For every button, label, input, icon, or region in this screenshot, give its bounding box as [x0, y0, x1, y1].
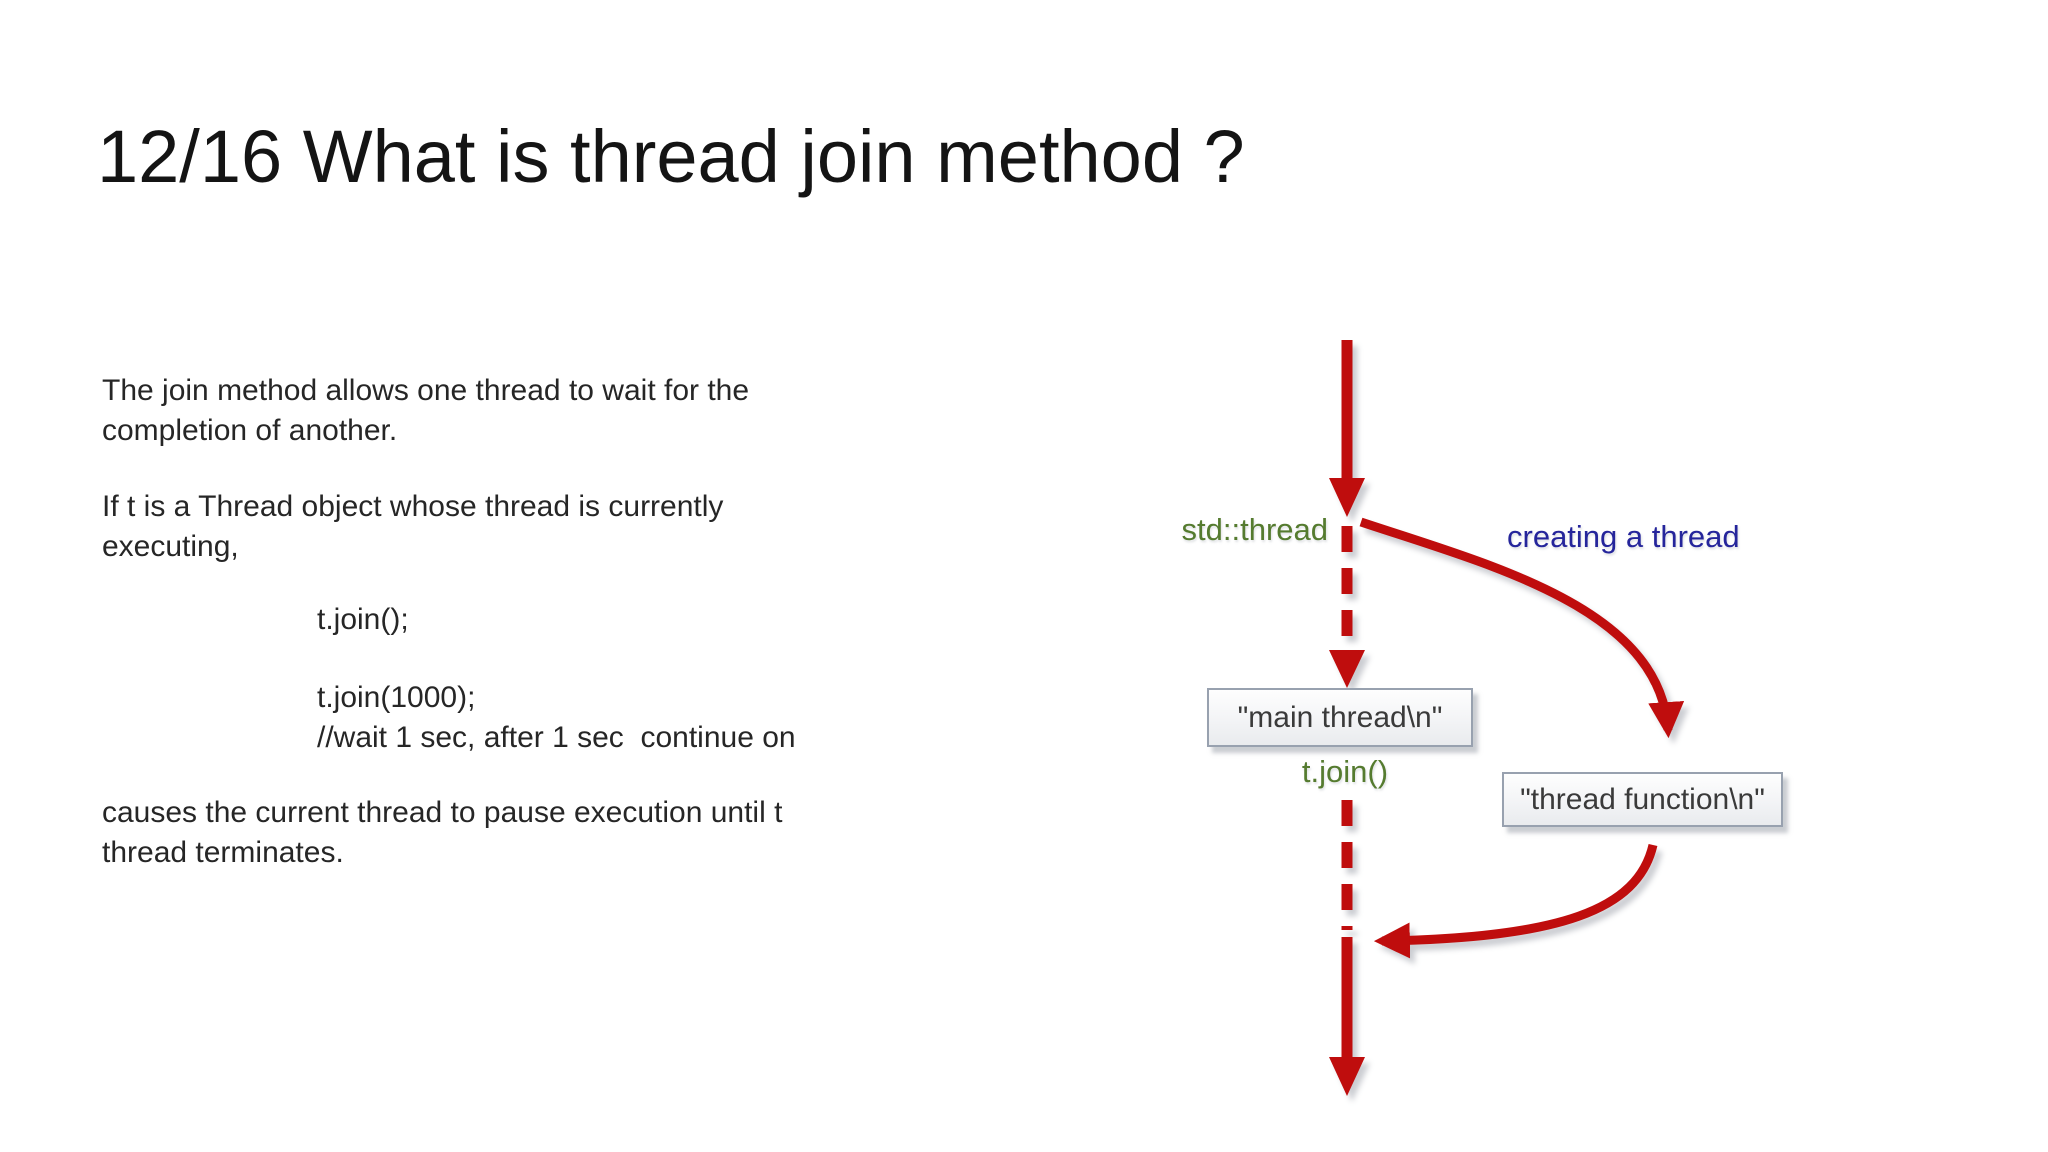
paragraph-join-description: The join method allows one thread to wai… [102, 374, 750, 447]
thread-join-diagram: std::thread creating a thread "main thre… [1140, 330, 1920, 1130]
diagram-arrows-graphic [1329, 340, 1685, 1096]
thread-function-box: "thread function\n" [1502, 772, 1783, 827]
paragraph-pause-execution: causes the current thread to pause execu… [102, 796, 783, 869]
code-snippet-join: t.join(); [317, 603, 409, 636]
main-timeline-arrowhead-3 [1329, 1057, 1365, 1096]
std-thread-label: std::thread [1181, 512, 1328, 547]
creating-thread-curve [1359, 517, 1685, 739]
thread-return-curve [1373, 843, 1658, 959]
page-title: 12/16 What is thread join method ? [97, 115, 1245, 198]
code-snippet-join-timeout: t.join(1000); //wait 1 sec, after 1 sec … [317, 681, 796, 754]
main-timeline-arrowhead-2 [1329, 650, 1365, 688]
t-join-label: t.join() [1301, 754, 1389, 789]
main-thread-box: "main thread\n" [1207, 688, 1473, 747]
main-timeline-arrowhead-1 [1329, 478, 1365, 517]
paragraph-thread-object: If t is a Thread object whose thread is … [102, 490, 724, 563]
creating-thread-label: creating a thread [1507, 519, 1740, 554]
